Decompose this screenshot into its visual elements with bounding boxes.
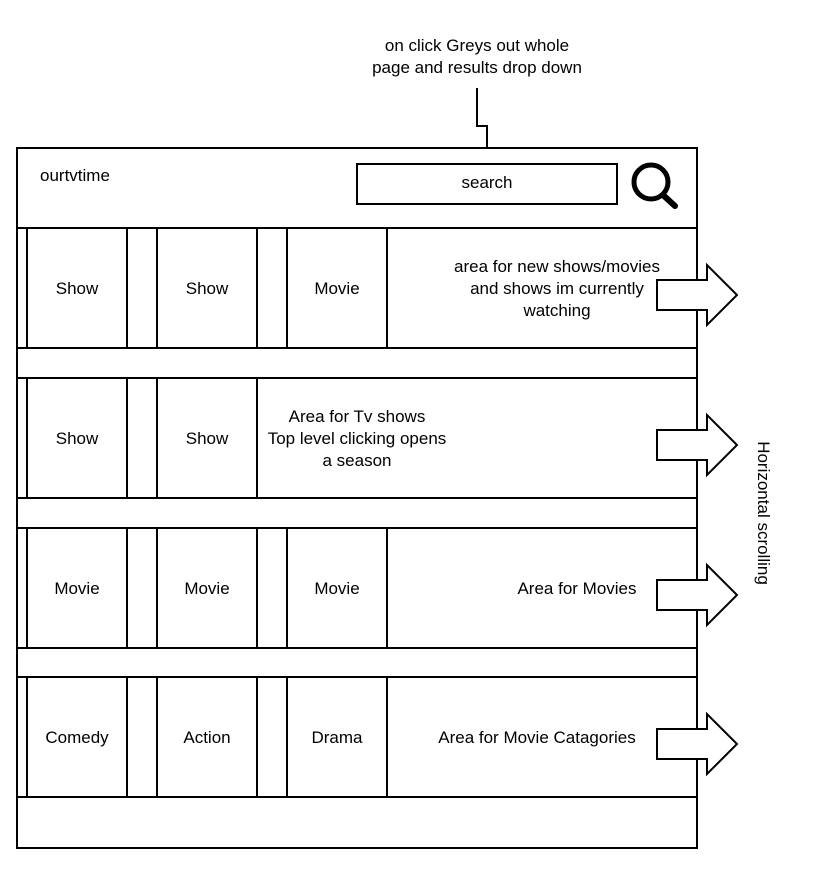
row-description: Area for Tv shows	[289, 407, 426, 426]
tile-label: Movie	[314, 579, 359, 598]
tile-show[interactable]: Show	[26, 377, 128, 499]
tile-movie[interactable]: Movie	[26, 527, 128, 649]
tile-movie[interactable]: Movie	[286, 527, 388, 649]
annotation: on click Greys out whole page and result…	[372, 36, 582, 163]
row-description: watching	[522, 301, 590, 320]
content-row-1: Show Show Movie area for new shows/movies an…	[16, 227, 739, 349]
tile-label: Drama	[311, 728, 363, 747]
side-label: Horizontal scrolling	[754, 441, 773, 585]
tile-label: Action	[183, 728, 230, 747]
row-description: area for new shows/movies	[454, 257, 660, 276]
tile-show[interactable]: Show	[156, 377, 258, 499]
tile-label: Movie	[54, 579, 99, 598]
annotation-line-1: on click Greys out whole	[385, 36, 569, 55]
tile-label: Movie	[184, 579, 229, 598]
tile-label: Show	[56, 279, 99, 298]
tile-drama[interactable]: Drama	[286, 676, 388, 798]
search-input[interactable]: search	[356, 163, 618, 205]
row-description: Area for Movies	[517, 579, 636, 598]
content-row-4: Comedy Action Drama Area for Movie Catagori…	[16, 676, 739, 798]
annotation-line-2: page and results drop down	[372, 58, 582, 77]
row-band	[16, 377, 698, 499]
app-name: ourtvtime	[40, 166, 110, 185]
tile-label: Show	[186, 429, 229, 448]
tile-movie[interactable]: Movie	[156, 527, 258, 649]
scroll-right-arrow-icon[interactable]	[656, 412, 739, 478]
search-icon[interactable]	[631, 162, 678, 209]
tile-show[interactable]: Show	[156, 227, 258, 349]
content-row-3: Movie Movie Movie Area for Movies	[16, 527, 739, 649]
tile-label: Show	[186, 279, 229, 298]
header: ourtvtime search	[40, 162, 678, 209]
tile-show[interactable]: Show	[26, 227, 128, 349]
tile-comedy[interactable]: Comedy	[26, 676, 128, 798]
tile-label: Comedy	[45, 728, 109, 747]
row-description: Area for Movie Catagories	[438, 728, 635, 747]
search-placeholder: search	[461, 173, 512, 192]
scroll-right-arrow-icon[interactable]	[656, 711, 739, 777]
tile-label: Show	[56, 429, 99, 448]
row-description: Top level clicking opens	[268, 429, 447, 448]
tile-action[interactable]: Action	[156, 676, 258, 798]
tile-movie[interactable]: Movie	[286, 227, 388, 349]
annotation-connector	[476, 88, 488, 152]
row-description: a season	[323, 451, 392, 470]
row-description: and shows im currently	[470, 279, 644, 298]
scroll-right-arrow-icon[interactable]	[656, 562, 739, 628]
scroll-right-arrow-icon[interactable]	[656, 262, 739, 328]
tile-label: Movie	[314, 279, 359, 298]
